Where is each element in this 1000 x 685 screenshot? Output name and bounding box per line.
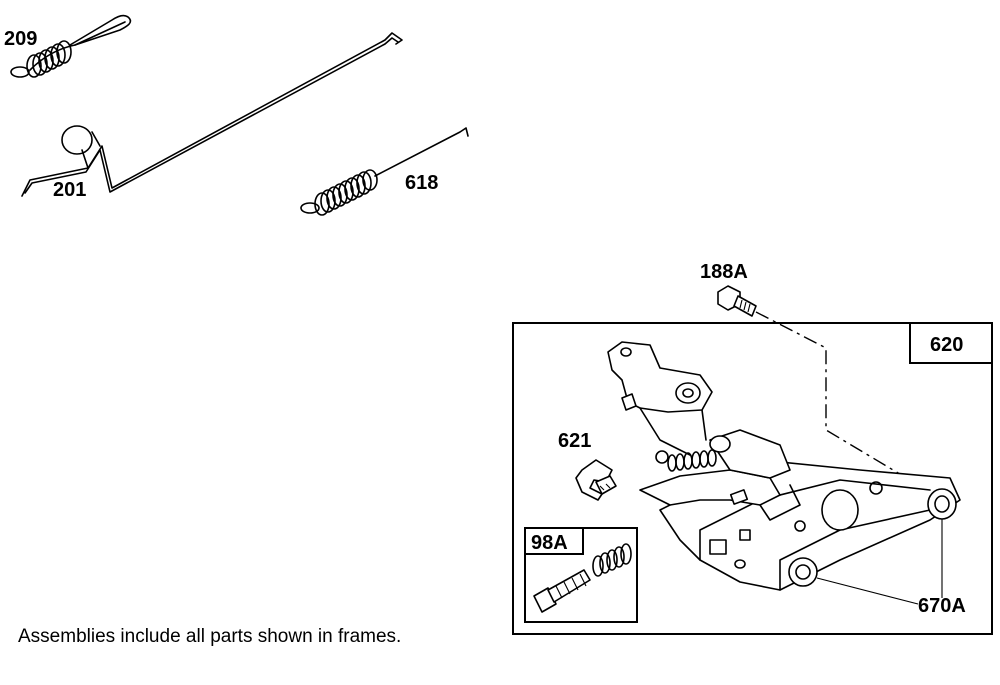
assembly-note: Assemblies include all parts shown in fr…: [18, 626, 402, 647]
label-618: 618: [405, 172, 438, 194]
label-620: 620: [930, 334, 963, 356]
leader-670a: [816, 519, 943, 605]
part-618-spring: [300, 127, 469, 216]
label-201: 201: [53, 179, 86, 201]
label-box-98a: [524, 527, 584, 555]
label-188a: 188A: [700, 261, 748, 283]
label-670a: 670A: [918, 595, 966, 617]
label-209: 209: [4, 28, 37, 50]
label-box-620: [909, 322, 993, 364]
label-621: 621: [558, 430, 591, 452]
part-209-spring: [10, 14, 132, 78]
label-98a: 98A: [531, 532, 568, 554]
frame-620: [512, 322, 993, 635]
part-620-control-bracket: [607, 341, 961, 591]
part-98a-screw-and-spring: [533, 543, 632, 613]
part-201-link-rod: [21, 32, 403, 197]
part-188a-bolt: [717, 285, 757, 317]
bolt-centerline: [755, 311, 931, 493]
part-621-clip: [575, 459, 617, 501]
